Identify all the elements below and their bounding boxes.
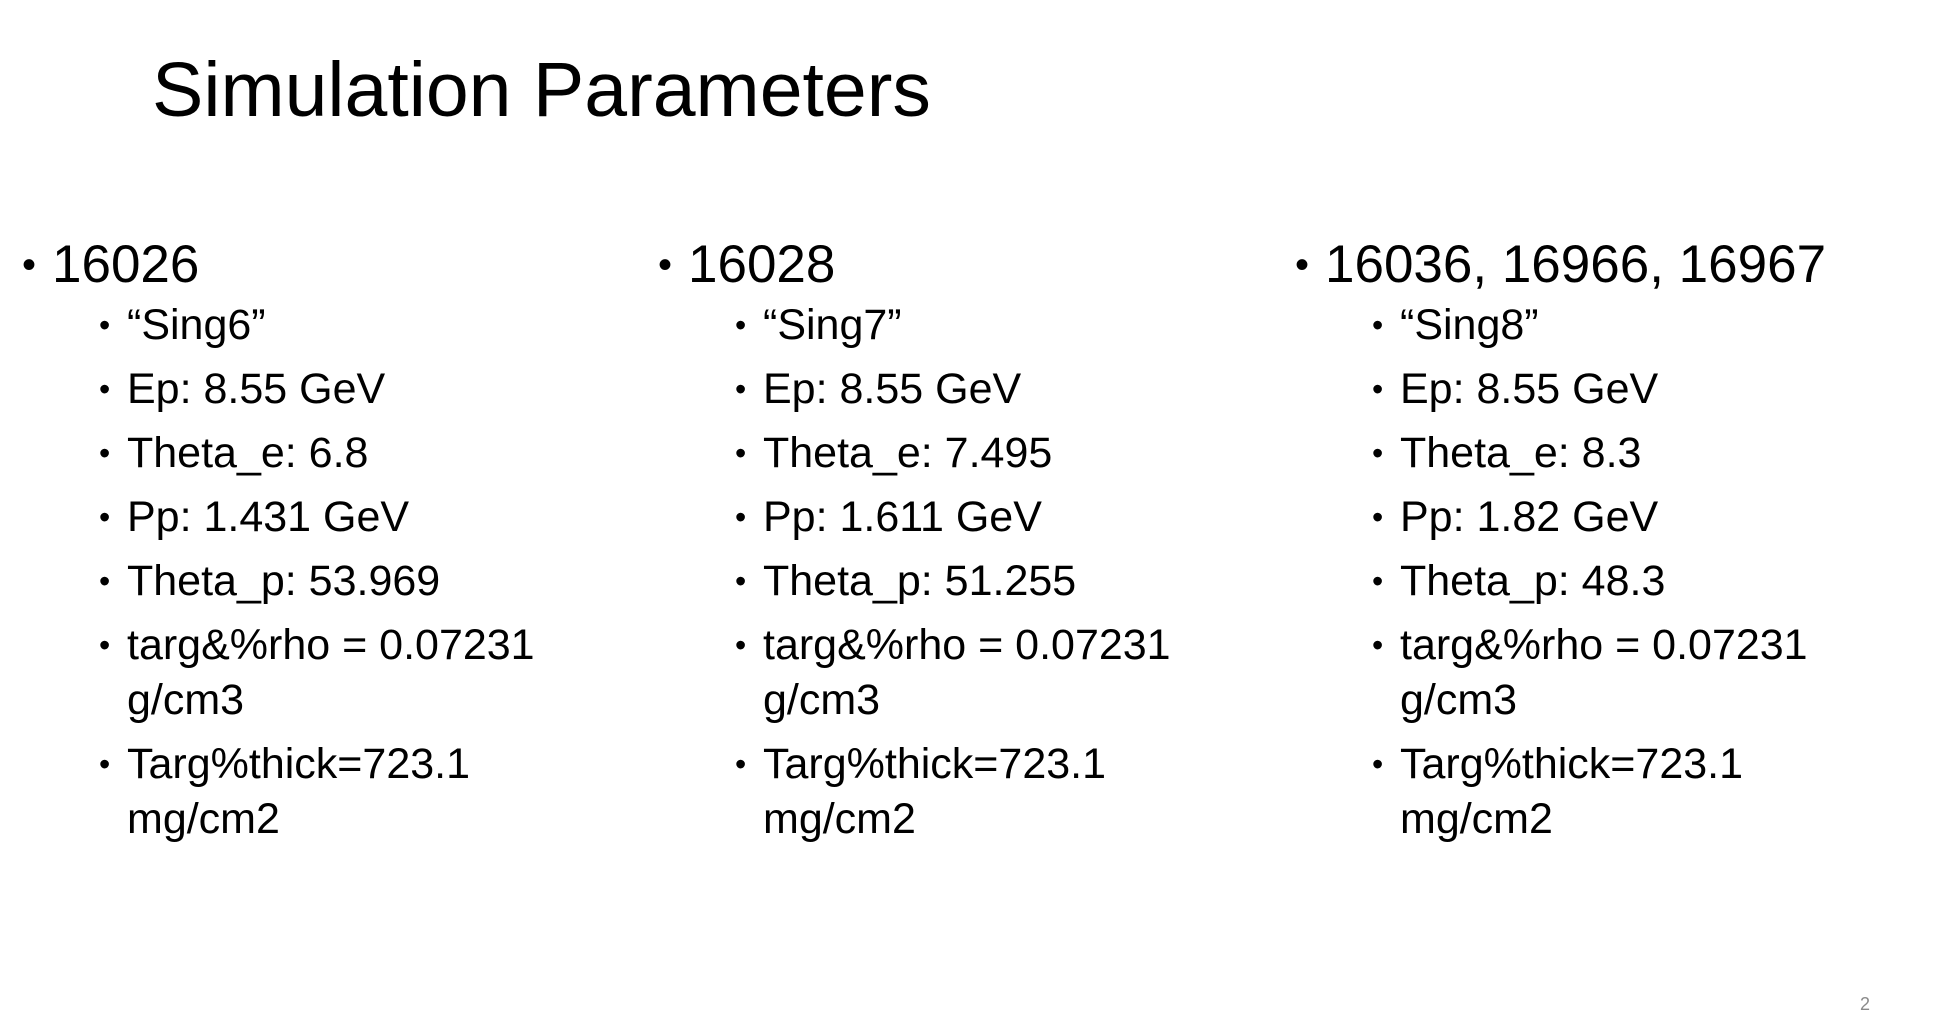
bullet-icon: • (735, 371, 747, 407)
bullet-icon: • (658, 243, 673, 287)
parameter-text: Theta_e: 7.495 (763, 429, 1053, 477)
parameter-item: • Pp: 1.82 GeV (1372, 490, 1890, 545)
parameter-item: • Theta_p: 48.3 (1372, 554, 1890, 609)
bullet-icon: • (99, 435, 111, 471)
parameter-text: “Sing8” (1400, 301, 1539, 349)
parameter-item: • Theta_e: 6.8 (99, 426, 617, 481)
parameter-list: • “Sing6” • Ep: 8.55 GeV • Theta_e: 6.8 • Pp… (22, 298, 622, 847)
parameter-item: • Theta_e: 7.495 (735, 426, 1253, 481)
bullet-icon: • (735, 499, 747, 535)
bullet-icon: • (735, 307, 747, 343)
parameter-text: Targ%thick=723.1 mg/cm2 (763, 740, 1107, 843)
parameter-item: • targ&%rho = 0.07231 g/cm3 (99, 618, 617, 728)
parameter-text: Theta_e: 6.8 (127, 429, 369, 477)
bullet-icon: • (1372, 371, 1384, 407)
bullet-icon: • (99, 563, 111, 599)
parameter-item: • Targ%thick=723.1 mg/cm2 (1372, 737, 1890, 847)
parameter-item: • “Sing8” (1372, 298, 1890, 353)
parameter-text: Theta_p: 51.255 (763, 557, 1077, 605)
bullet-icon: • (735, 746, 747, 782)
parameter-text: “Sing6” (127, 301, 266, 349)
parameter-item: • Pp: 1.611 GeV (735, 490, 1253, 545)
bullet-icon: • (1372, 435, 1384, 471)
bullet-icon: • (1372, 563, 1384, 599)
parameter-text: targ&%rho = 0.07231 g/cm3 (763, 621, 1171, 724)
parameter-text: “Sing7” (763, 301, 902, 349)
parameter-item: • Ep: 8.55 GeV (99, 362, 617, 417)
parameter-item: • “Sing6” (99, 298, 617, 353)
parameter-list: • “Sing8” • Ep: 8.55 GeV • Theta_e: 8.3 • Pp… (1295, 298, 1895, 847)
bullet-icon: • (99, 499, 111, 535)
bullet-icon: • (99, 371, 111, 407)
run-heading-text: 16026 (52, 235, 200, 294)
bullet-icon: • (1295, 243, 1310, 287)
bullet-icon: • (99, 746, 111, 782)
run-heading-text: 16028 (688, 235, 836, 294)
parameter-item: • Theta_p: 51.255 (735, 554, 1253, 609)
run-heading: • 16028 (658, 232, 1258, 298)
parameter-item: • Ep: 8.55 GeV (1372, 362, 1890, 417)
parameter-text: Pp: 1.82 GeV (1400, 493, 1659, 541)
bullet-icon: • (22, 243, 37, 287)
parameter-text: targ&%rho = 0.07231 g/cm3 (1400, 621, 1808, 724)
bullet-icon: • (1372, 307, 1384, 343)
parameter-item: • “Sing7” (735, 298, 1253, 353)
run-heading-text: 16036, 16966, 16967 (1325, 235, 1827, 294)
parameter-text: Targ%thick=723.1 mg/cm2 (127, 740, 471, 843)
page-number: 2 (1860, 994, 1871, 1014)
parameter-item: • targ&%rho = 0.07231 g/cm3 (735, 618, 1253, 728)
parameter-text: Theta_p: 53.969 (127, 557, 441, 605)
run-heading: • 16026 (22, 232, 622, 298)
bullet-icon: • (1372, 746, 1384, 782)
run-column-16028: • 16028 • “Sing7” • Ep: 8.55 GeV • Theta_e:… (658, 232, 1258, 856)
parameter-item: • Pp: 1.431 GeV (99, 490, 617, 545)
parameter-item: • Theta_e: 8.3 (1372, 426, 1890, 481)
bullet-icon: • (99, 627, 111, 663)
parameter-item: • targ&%rho = 0.07231 g/cm3 (1372, 618, 1890, 728)
parameter-item: • Theta_p: 53.969 (99, 554, 617, 609)
parameter-text: Ep: 8.55 GeV (1400, 365, 1659, 413)
run-heading: • 16036, 16966, 16967 (1295, 232, 1895, 298)
bullet-icon: • (1372, 499, 1384, 535)
parameter-text: Pp: 1.431 GeV (127, 493, 410, 541)
parameter-text: Theta_p: 48.3 (1400, 557, 1666, 605)
bullet-icon: • (735, 563, 747, 599)
parameter-text: Pp: 1.611 GeV (763, 493, 1042, 541)
parameter-text: Theta_e: 8.3 (1400, 429, 1642, 477)
parameter-item: • Ep: 8.55 GeV (735, 362, 1253, 417)
parameter-text: Targ%thick=723.1 mg/cm2 (1400, 740, 1744, 843)
parameter-item: • Targ%thick=723.1 mg/cm2 (735, 737, 1253, 847)
parameter-text: Ep: 8.55 GeV (763, 365, 1022, 413)
slide-title: Simulation Parameters (152, 47, 931, 133)
parameter-text: targ&%rho = 0.07231 g/cm3 (127, 621, 535, 724)
parameter-item: • Targ%thick=723.1 mg/cm2 (99, 737, 617, 847)
run-column-16036: • 16036, 16966, 16967 • “Sing8” • Ep: 8.55… (1295, 232, 1895, 856)
bullet-icon: • (735, 627, 747, 663)
bullet-icon: • (99, 307, 111, 343)
bullet-icon: • (1372, 627, 1384, 663)
parameter-list: • “Sing7” • Ep: 8.55 GeV • Theta_e: 7.495 •… (658, 298, 1258, 847)
parameter-text: Ep: 8.55 GeV (127, 365, 386, 413)
bullet-icon: • (735, 435, 747, 471)
run-column-16026: • 16026 • “Sing6” • Ep: 8.55 GeV • Theta_e:… (22, 232, 622, 856)
